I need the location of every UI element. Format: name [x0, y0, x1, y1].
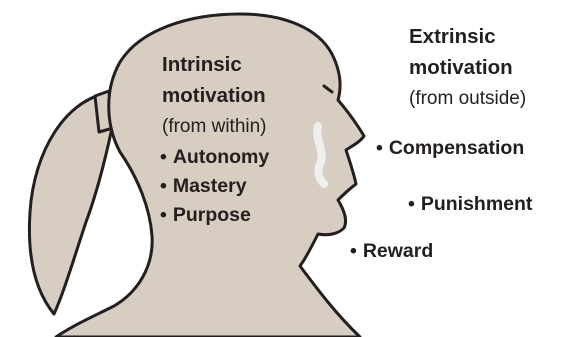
extrinsic-subtitle: (from outside) — [409, 88, 527, 109]
bullet-dot: • — [160, 175, 167, 197]
eye-mark — [322, 84, 334, 94]
extrinsic-title-line1: Extrinsic — [409, 25, 496, 48]
bullet-dot: • — [160, 204, 167, 226]
extrinsic-item-punishment: •Punishment — [408, 193, 533, 215]
head-shape — [54, 12, 366, 337]
intrinsic-title-line1: Intrinsic — [162, 53, 242, 76]
intrinsic-item-label: Autonomy — [172, 146, 270, 168]
bullet-dot: • — [160, 146, 167, 168]
extrinsic-item-reward: •Reward — [350, 240, 434, 262]
intrinsic-subtitle: (from within) — [162, 116, 267, 137]
extrinsic-item-label: Reward — [362, 240, 434, 262]
extrinsic-item-label: Punishment — [420, 193, 533, 215]
ponytail-shape — [27, 92, 114, 316]
bullet-dot: • — [350, 240, 357, 262]
bullet-dot: • — [408, 193, 415, 215]
bullet-dot: • — [376, 137, 383, 159]
extrinsic-item-label: Compensation — [388, 137, 525, 159]
intrinsic-item-label: Purpose — [172, 204, 251, 226]
intrinsic-title-line2: motivation — [162, 84, 266, 107]
intrinsic-item-purpose: •Purpose — [160, 204, 251, 226]
extrinsic-item-compensation: •Compensation — [376, 137, 525, 159]
breath-wisp — [313, 122, 328, 188]
intrinsic-item-autonomy: •Autonomy — [160, 146, 270, 168]
intrinsic-item-label: Mastery — [172, 175, 247, 197]
extrinsic-title-line2: motivation — [409, 56, 513, 79]
intrinsic-item-mastery: •Mastery — [160, 175, 247, 197]
